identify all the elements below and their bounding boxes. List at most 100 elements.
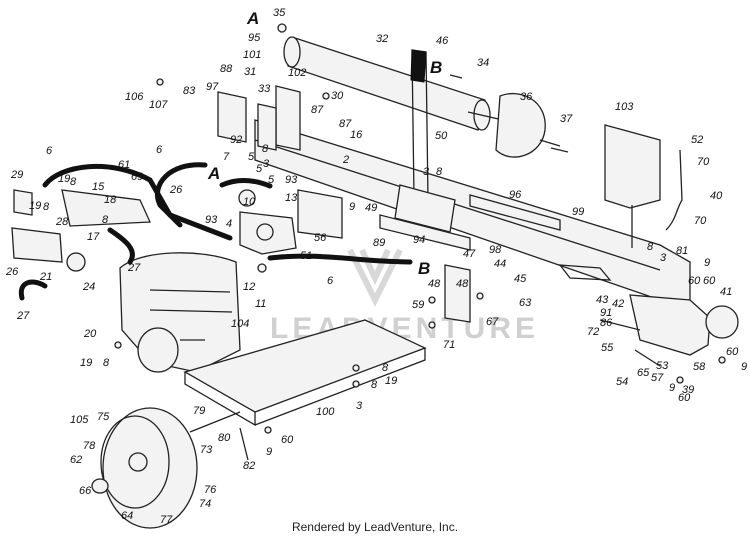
part-number-callout: 56	[314, 232, 327, 244]
part-number-callout: 48	[428, 278, 441, 290]
hydraulic-hoses	[18, 162, 413, 301]
part-number-callout: 34	[477, 57, 489, 69]
part-number-callout: 62	[70, 454, 82, 466]
cylinder-brackets	[217, 85, 301, 151]
part-number-callout: 73	[200, 444, 213, 456]
part-number-callout: 8	[436, 166, 443, 178]
part-number-callout: 27	[127, 262, 141, 274]
part-number-callout: 79	[193, 405, 205, 417]
part-number-callout: 26	[169, 184, 183, 196]
part-number-callout: 46	[436, 35, 449, 47]
part-number-callout: 3	[356, 400, 363, 412]
part-number-callout: 36	[520, 91, 533, 103]
part-number-callout: 91	[600, 307, 612, 319]
part-number-callout: 10	[243, 196, 256, 208]
part-number-callout: 31	[244, 66, 256, 78]
part-number-callout: 59	[412, 299, 424, 311]
reservoir	[11, 189, 151, 272]
part-number-callout: 81	[676, 245, 688, 257]
part-number-callout: 54	[616, 376, 628, 388]
part-number-callout: 41	[720, 286, 732, 298]
push-plate	[495, 92, 561, 158]
section-marker: B	[418, 259, 430, 278]
part-number-callout: 78	[83, 440, 96, 452]
part-number-callout: 50	[435, 130, 448, 142]
part-number-callout: 71	[443, 339, 455, 351]
part-number-callout: 2	[342, 154, 349, 166]
part-number-callout: 52	[691, 134, 703, 146]
part-number-callout: 92	[230, 134, 242, 146]
part-number-callout: 30	[331, 90, 344, 102]
part-number-callout: 100	[316, 406, 335, 418]
part-number-callout: 64	[121, 510, 133, 522]
part-number-callout: 61	[118, 159, 130, 171]
part-number-callout: 106	[125, 91, 144, 103]
part-number-callout: 9	[266, 446, 272, 458]
part-number-callout: 8	[647, 241, 654, 253]
part-number-callout: 37	[560, 113, 573, 125]
wedge-plate	[604, 124, 661, 248]
part-number-callout: 9	[741, 361, 747, 373]
part-number-callout: 60	[281, 434, 294, 446]
part-number-callout: 97	[206, 81, 219, 93]
part-number-callout: 83	[183, 85, 196, 97]
part-number-callout: 43	[596, 294, 609, 306]
part-number-callout: 5	[268, 174, 275, 186]
part-number-callout: 33	[258, 83, 271, 95]
part-number-callout: 67	[486, 316, 499, 328]
part-number-callout: 93	[205, 214, 218, 226]
part-number-callout: 74	[199, 498, 211, 510]
part-number-callout: 96	[509, 189, 522, 201]
part-number-callout: 8	[43, 201, 50, 213]
hitch	[599, 294, 739, 367]
wheel	[91, 407, 241, 529]
part-number-callout: 8	[262, 143, 269, 155]
part-number-callout: 93	[285, 174, 298, 186]
part-number-callout: 45	[514, 273, 527, 285]
part-number-callout: 60	[726, 346, 739, 358]
part-number-callout: 80	[218, 432, 231, 444]
part-number-callout: 77	[160, 514, 173, 526]
fittings	[114, 23, 726, 461]
part-number-callout: 88	[220, 63, 233, 75]
part-number-callout: 8	[70, 176, 77, 188]
part-number-callout: 65	[637, 367, 650, 379]
part-number-callout: 3	[423, 166, 430, 178]
section-marker: B	[430, 58, 442, 77]
part-number-callout: 9	[704, 257, 710, 269]
part-number-callout: 28	[55, 216, 69, 228]
part-number-callout: 39	[682, 384, 694, 396]
center-bracket	[297, 189, 343, 239]
part-number-callout: 72	[587, 326, 599, 338]
part-number-callout: 27	[16, 310, 30, 322]
part-number-callout: 66	[79, 485, 92, 497]
part-number-callout: 94	[413, 234, 425, 246]
part-number-callout: 69	[131, 171, 143, 183]
part-number-callout: 19	[58, 173, 70, 185]
part-number-callout: 57	[651, 372, 664, 384]
part-number-callout: 89	[373, 237, 385, 249]
part-number-callout: 55	[601, 342, 614, 354]
part-number-callout: 15	[92, 181, 105, 193]
part-number-callout: 48	[456, 278, 469, 290]
part-number-callout: 87	[339, 118, 352, 130]
part-number-callout: 51	[300, 250, 312, 262]
part-number-callout: 18	[104, 194, 117, 206]
part-number-callout: 29	[10, 169, 23, 181]
part-number-callout: 13	[285, 192, 298, 204]
part-number-callout: 5	[248, 151, 255, 163]
part-number-callout: 7	[223, 151, 230, 163]
part-number-callout: 9	[349, 201, 355, 213]
part-number-callout: 103	[615, 101, 634, 113]
valve-block	[238, 189, 297, 255]
part-number-callout: 105	[70, 414, 89, 426]
part-number-callout: 40	[710, 190, 723, 202]
engine	[119, 252, 241, 373]
part-number-callout: 20	[83, 328, 97, 340]
part-number-callout: 19	[80, 357, 92, 369]
part-number-callout: 6	[156, 144, 163, 156]
hydraulic-cylinder	[283, 36, 521, 131]
part-number-callout: 12	[243, 281, 255, 293]
